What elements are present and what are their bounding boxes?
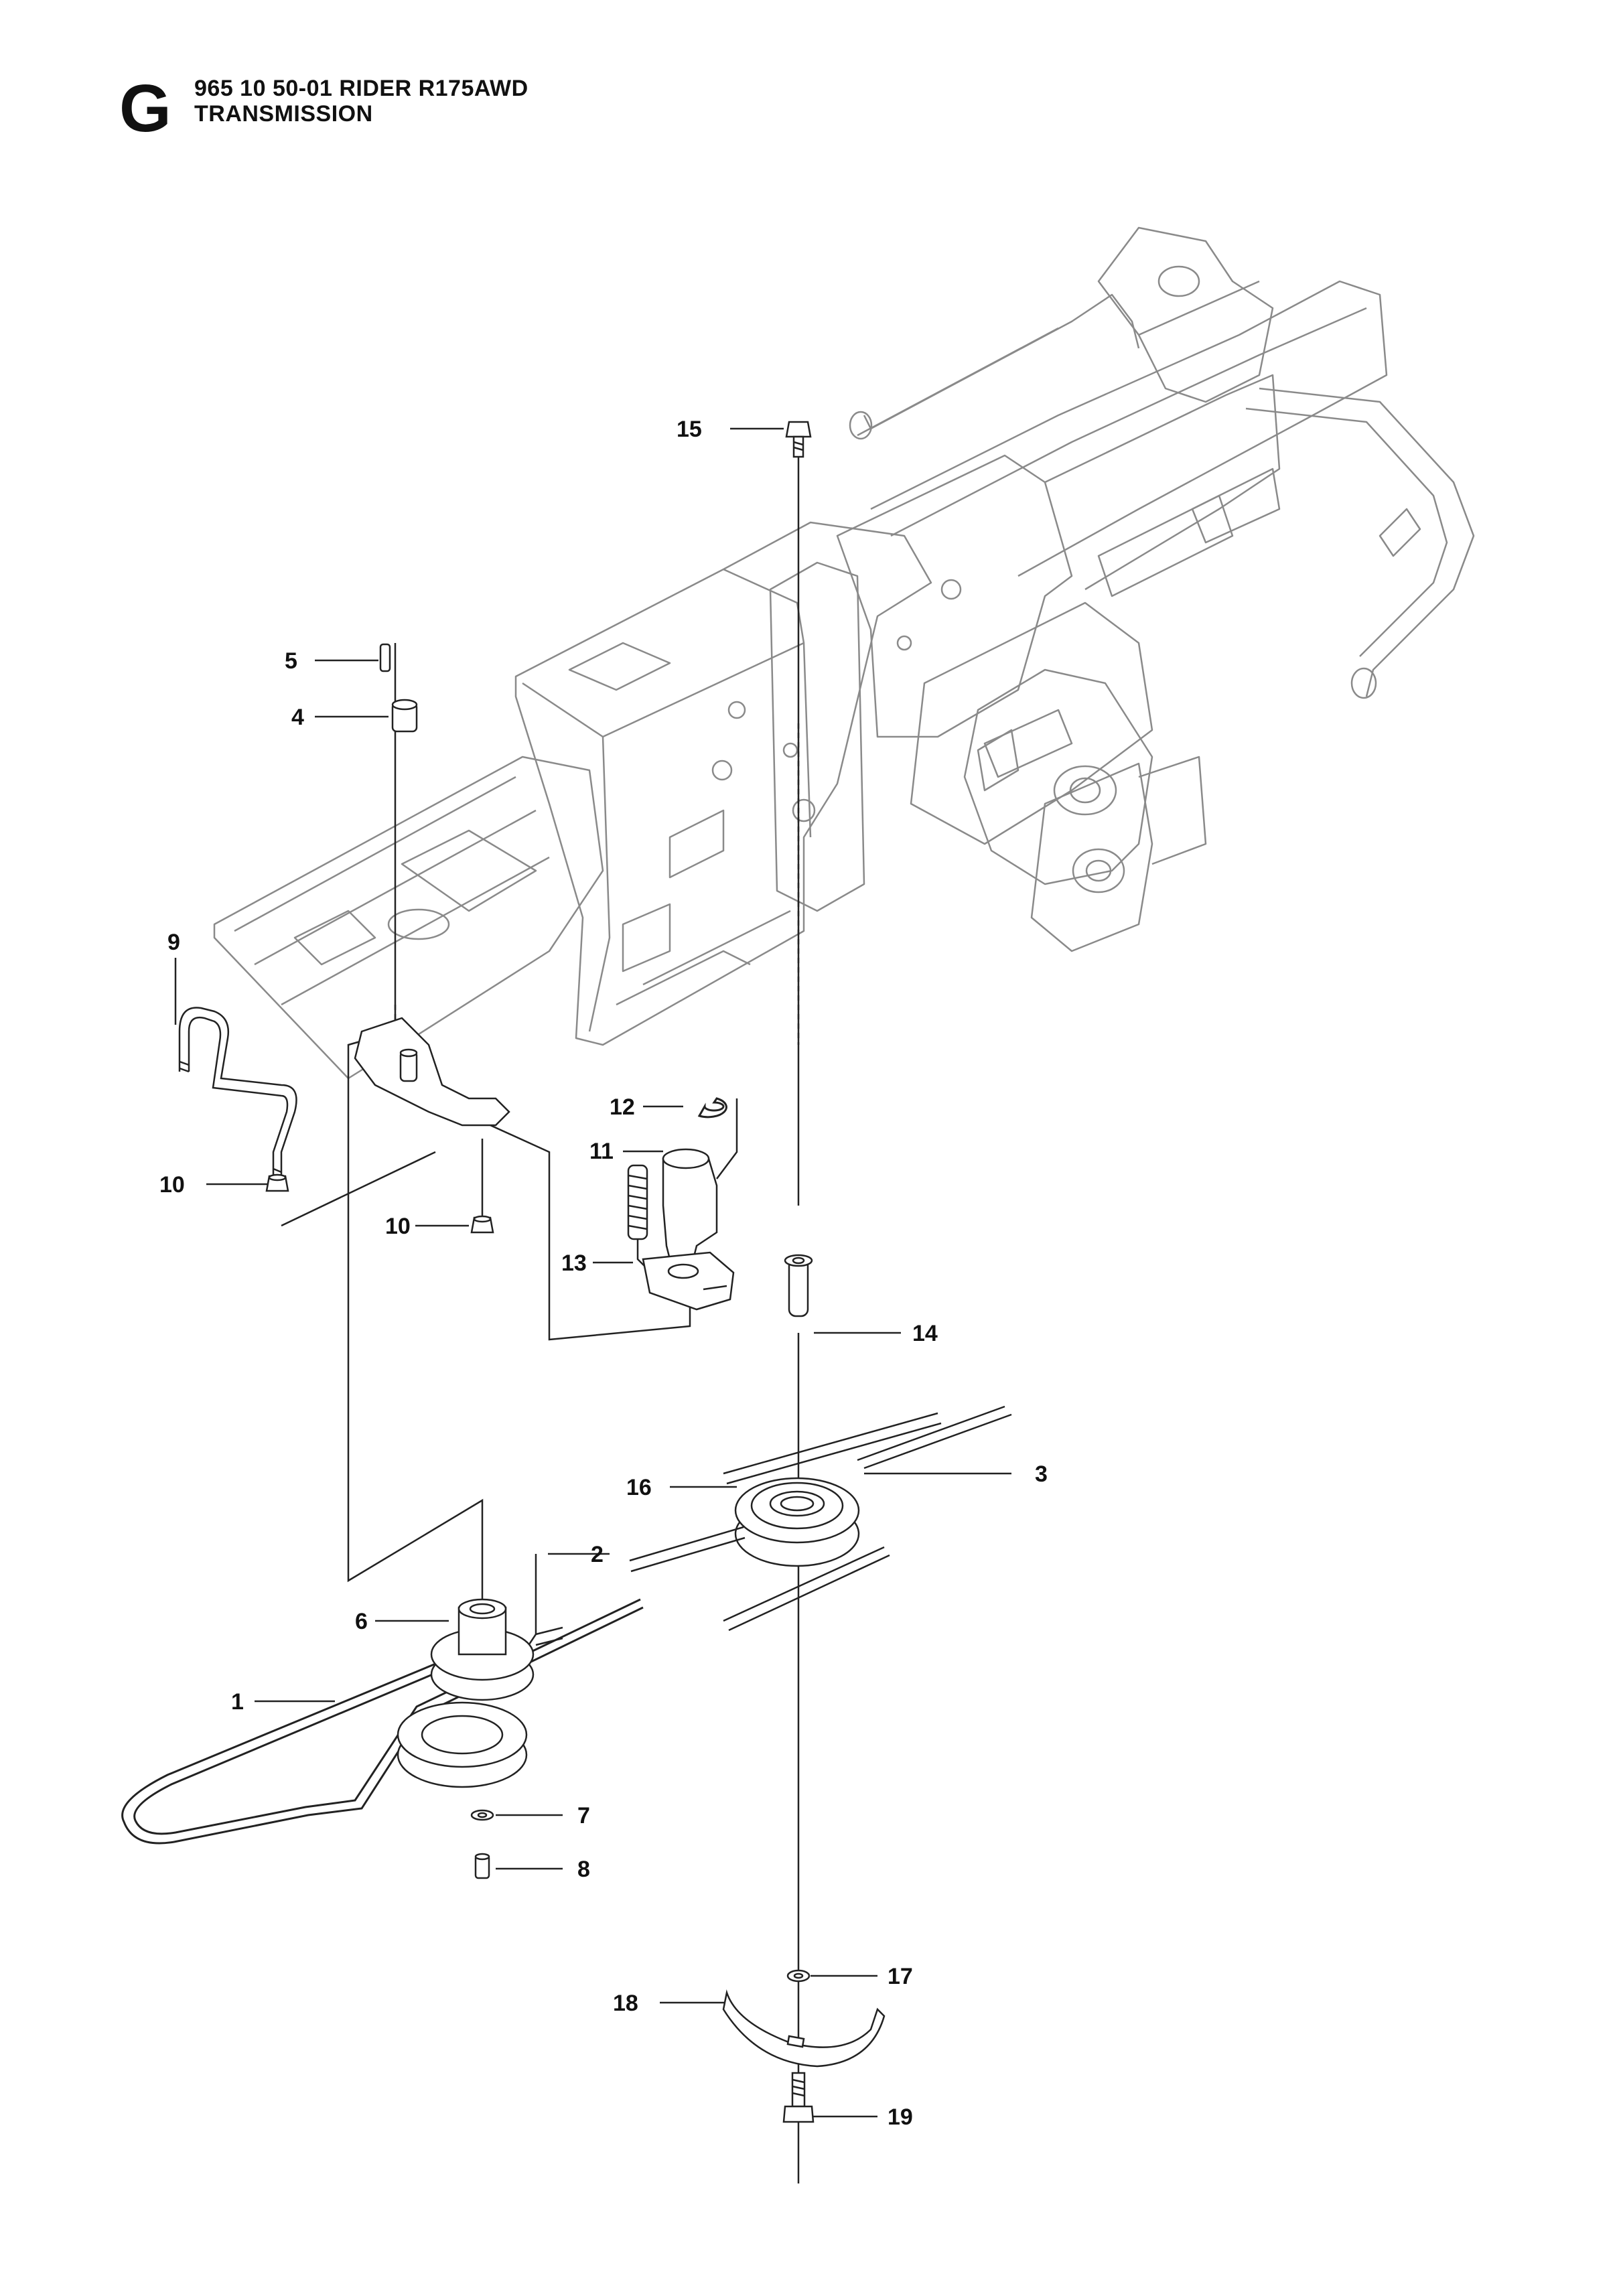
part-12-snap-ring [697,1097,727,1119]
callout-19: 19 [888,2104,913,2130]
callout-9: 9 [167,930,180,955]
section-title: TRANSMISSION [194,101,373,127]
callout-5: 5 [285,648,297,674]
callout-6: 6 [355,1609,368,1634]
part-18-belt-guide [722,1989,886,2068]
callout-3: 3 [1035,1461,1048,1487]
part-10-nut-center [470,1215,494,1234]
part-19-bolt [782,2072,815,2123]
part-9-rod [178,1007,297,1186]
part-6-pulley [397,1598,535,1788]
part-10-nut-left [265,1173,289,1192]
callout-2: 2 [591,1542,604,1567]
callout-13: 13 [561,1250,587,1276]
part-8-screw [474,1853,490,1879]
callout-7: 7 [577,1803,590,1828]
section-letter: G [119,71,171,146]
chassis-frame-illustration [213,226,1475,1080]
callout-10-center: 10 [385,1214,411,1239]
callout-12: 12 [610,1094,635,1120]
part-4-bushing [391,699,418,733]
callout-17: 17 [888,1964,913,1989]
part-13-spring [627,1164,648,1267]
part-7-washer [470,1809,494,1821]
callout-10-left: 10 [159,1172,185,1198]
callout-16: 16 [626,1475,652,1500]
part-5-key [379,643,391,672]
callout-4: 4 [291,705,304,730]
part-14-sleeve [784,1254,813,1317]
part-16-idler-pulley [734,1477,860,1567]
callout-11: 11 [589,1139,614,1164]
part-11-idler-arm [642,1148,735,1311]
callout-1: 1 [231,1689,244,1715]
part-15-bolt [785,421,812,458]
callout-18: 18 [613,1991,638,2016]
idler-bracket [354,1017,510,1127]
callout-14: 14 [912,1321,938,1346]
callout-15: 15 [677,417,702,442]
part-3-belt [723,1405,1012,1632]
model-title: 965 10 50-01 RIDER R175AWD [194,76,528,101]
callout-labels: 1 2 3 4 5 6 7 8 9 10 10 11 12 13 14 15 1… [159,417,1048,2130]
part-1-belt [121,1598,644,1845]
part-17-washer [786,1969,810,1983]
leader-lines [174,427,1011,2183]
part-2-belt [535,1526,746,1646]
callout-8: 8 [577,1857,590,1882]
